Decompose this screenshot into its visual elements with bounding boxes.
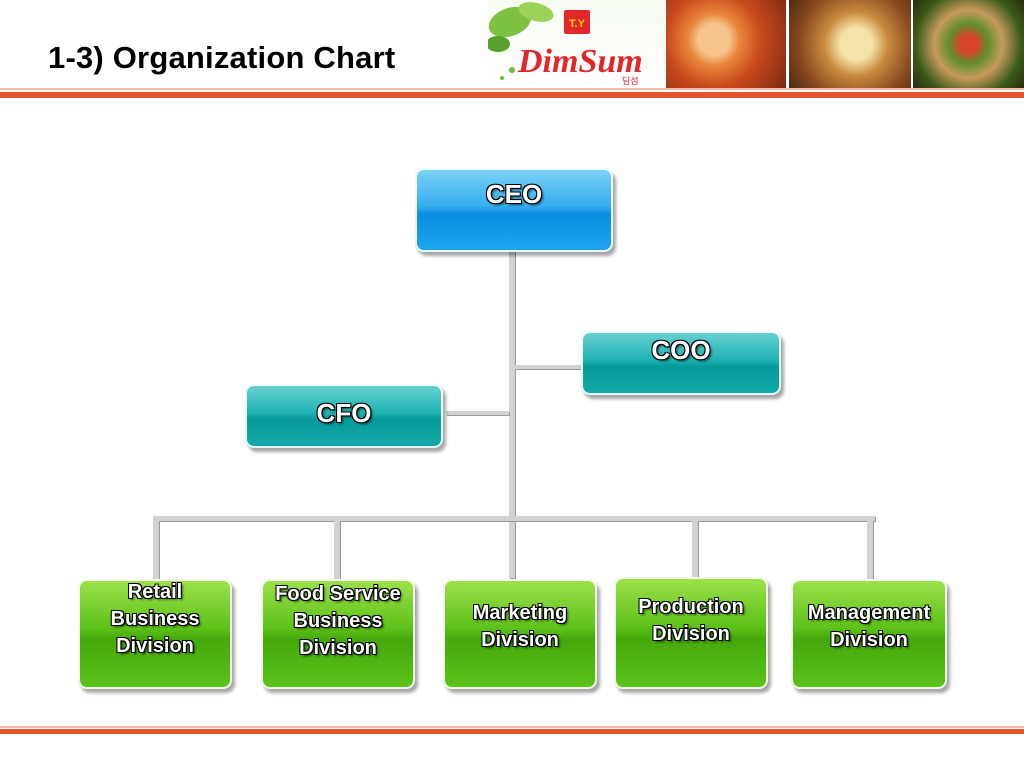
node-food-service-division-label: Food Service Business Division (275, 582, 401, 659)
food-photo-stirfry (913, 0, 1024, 88)
slide-title: 1-3) Organization Chart (48, 40, 396, 75)
connector-trunk (509, 250, 515, 578)
node-retail-division: Retail Business Division (78, 579, 232, 689)
connector-division-bus (153, 516, 875, 521)
node-coo: COO (581, 331, 781, 395)
footer-divider (0, 726, 1024, 734)
dimsum-logo: T.Y DimSum 딤섬 (488, 0, 664, 88)
node-marketing-division: Marketing Division (443, 579, 597, 689)
node-cfo-label: CFO (316, 397, 372, 428)
logo-badge: T.Y (569, 18, 586, 30)
node-ceo-label: CEO (485, 178, 543, 209)
node-coo-label: COO (651, 334, 711, 365)
node-production-division-label: Production Division (638, 596, 744, 645)
food-photo-noodles (789, 0, 911, 88)
connector-food-service (334, 521, 340, 579)
logo-wordmark: DimSum (517, 43, 643, 80)
connector-production (692, 521, 698, 579)
node-retail-division-label: Retail Business Division (110, 580, 200, 657)
connector-coo (515, 365, 581, 369)
node-marketing-division-label: Marketing Division (472, 602, 568, 651)
connector-management (867, 521, 873, 579)
node-production-division: Production Division (614, 577, 768, 689)
logo-korean: 딤섬 (622, 76, 639, 87)
connector-cfo (446, 411, 509, 415)
node-food-service-division: Food Service Business Division (261, 579, 415, 689)
food-photo-fried (666, 0, 786, 88)
node-management-division-label: Management Division (807, 602, 931, 651)
node-ceo: CEO (415, 168, 613, 252)
node-management-division: Management Division (791, 579, 947, 689)
logo-graphic: T.Y DimSum 딤섬 (488, 2, 643, 87)
node-cfo: CFO (245, 384, 443, 448)
connector-retail (153, 521, 159, 579)
header-divider (0, 88, 1024, 98)
